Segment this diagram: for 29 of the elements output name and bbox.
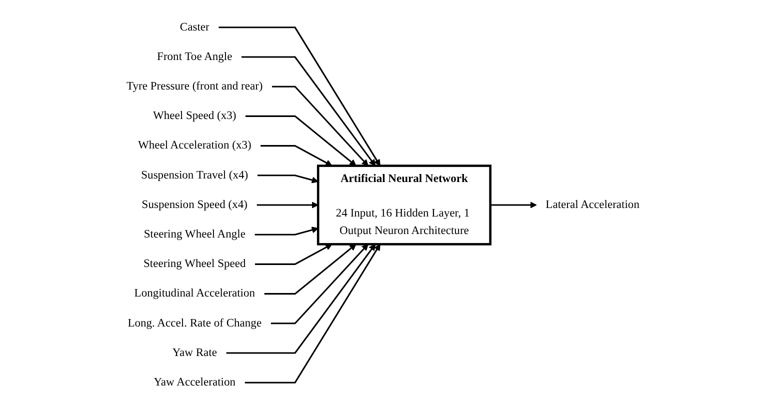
node-text: Front Toe Angle — [157, 50, 232, 63]
arrow — [226, 244, 376, 354]
node-text: Wheel Speed (x3) — [153, 110, 236, 122]
arrow — [244, 244, 380, 384]
arrow — [246, 115, 356, 166]
node-text: Long. Accel. Rate of Change — [128, 317, 262, 330]
arrow — [260, 145, 332, 166]
node-text: Yaw Rate — [172, 346, 217, 359]
node-box: Artificial Neural Network 24 Input, 16 Hidden Layer, 1 Output Neuron Architecture — [316, 164, 492, 246]
node-text: Tyre Pressure (front and rear) — [126, 80, 263, 93]
arrow — [254, 226, 318, 236]
arrow — [272, 86, 368, 166]
node-text: Steering Wheel Angle — [144, 228, 246, 241]
arrow — [270, 244, 368, 324]
arrow — [241, 56, 376, 166]
arrow — [490, 202, 537, 208]
arrow — [255, 244, 332, 265]
node-text: Lateral Acceleration — [546, 198, 640, 211]
node-text: Caster — [180, 21, 210, 34]
node-text: Steering Wheel Speed — [144, 258, 246, 270]
arrow — [264, 244, 356, 295]
node-text: Wheel Acceleration (x3) — [138, 139, 252, 152]
node-text: Longitudinal Acceleration — [134, 287, 256, 300]
arrow — [218, 26, 380, 166]
node-text: Suspension Speed (x4) — [142, 198, 248, 211]
arrow — [256, 202, 318, 208]
node-text: Suspension Travel (x4) — [141, 169, 248, 182]
arrow — [257, 174, 318, 184]
node-text: Yaw Acceleration — [154, 376, 236, 389]
